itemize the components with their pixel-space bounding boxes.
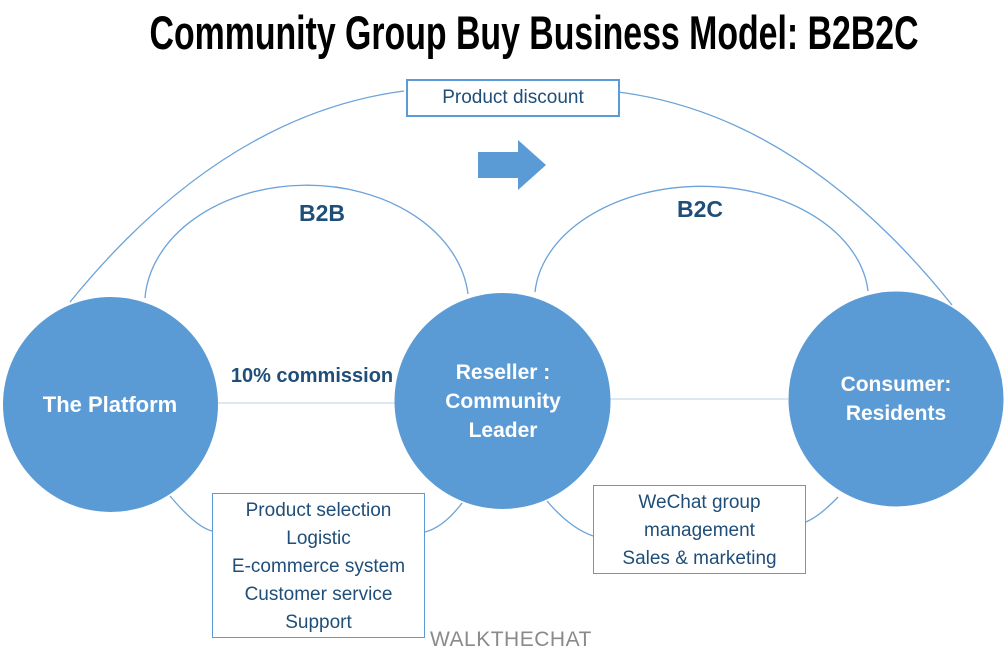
consumer-label-line2: Residents: [845, 402, 947, 425]
platform-service-item: E-commerce system: [231, 556, 406, 577]
consumer-box-connector: [805, 496, 839, 523]
reseller-service-item: WeChat group: [638, 492, 761, 513]
discount-arc-right: [617, 91, 953, 306]
consumer-node-circle: [788, 291, 1004, 507]
consumer-label-line1: Consumer:: [840, 373, 952, 396]
platform-service-item: Product selection: [245, 500, 392, 521]
platform-service-item: Customer service: [244, 584, 393, 605]
right-arrow-icon: [478, 140, 546, 190]
consumer-node-label: Consumer: Residents: [796, 370, 996, 428]
platform-node-circle: [3, 297, 218, 512]
product-discount-box: Product discount: [406, 79, 620, 117]
reseller-service-item: Sales & marketing: [622, 548, 777, 569]
title-bar: Community Group Buy Business Model: B2B2…: [0, 8, 1008, 58]
reseller-services-box: WeChat group management Sales & marketin…: [593, 485, 806, 574]
discount-arc-left: [69, 90, 405, 303]
reseller-node-circle: [394, 293, 611, 509]
commission-label: 10% commission: [230, 365, 394, 387]
reseller-label-line3: Leader: [468, 419, 538, 442]
b2b-arc: [144, 184, 469, 299]
product-discount-label: Product discount: [442, 87, 584, 108]
b2c-label: B2C: [677, 196, 724, 222]
reseller-node-label: Reseller : Community Leader: [403, 358, 603, 445]
platform-services-box: Product selection Logistic E-commerce sy…: [212, 493, 425, 638]
page-title: Community Group Buy Business Model: B2B2…: [149, 6, 919, 59]
reseller-label-line2: Community: [445, 390, 561, 413]
reseller-leftbox-connector: [424, 502, 463, 533]
platform-node-label: The Platform: [42, 392, 178, 417]
brand-watermark: WALKTHECHAT: [430, 628, 592, 651]
reseller-service-item: management: [644, 520, 755, 541]
reseller-label-line1: Reseller :: [455, 361, 551, 384]
reseller-rightbox-connector: [546, 500, 594, 537]
platform-service-item: Support: [285, 612, 352, 633]
platform-service-item: Logistic: [286, 528, 351, 549]
b2b-label: B2B: [299, 200, 346, 226]
b2c-arc: [534, 185, 869, 293]
platform-box-connector: [169, 495, 213, 532]
